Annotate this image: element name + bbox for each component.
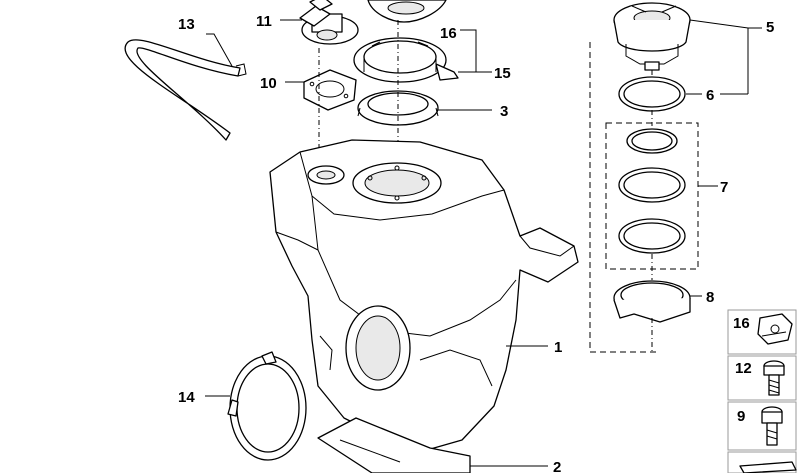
washer-part[interactable] — [739, 461, 797, 473]
part-2-protection-pad[interactable] — [317, 417, 471, 473]
part-15-clamp-ring[interactable] — [353, 37, 459, 83]
part-6-o-ring[interactable] — [618, 76, 686, 112]
callout-12: 12 — [735, 360, 752, 377]
callout-10: 10 — [260, 75, 277, 92]
part-16-clip-nut[interactable] — [757, 313, 793, 345]
callout-9: 9 — [737, 408, 745, 425]
callout-5: 5 — [766, 19, 774, 36]
part-8-retaining-ring[interactable] — [613, 280, 691, 323]
part-1-fuel-tank[interactable] — [269, 139, 579, 453]
part-9-bolt[interactable] — [761, 406, 783, 446]
callout-11: 11 — [256, 13, 272, 30]
part-7-seal-kit[interactable] — [618, 128, 686, 254]
callout-labels: 13 11 10 16 15 3 5 6 7 8 1 14 2 16 12 9 — [178, 13, 774, 473]
callout-14: 14 — [178, 389, 195, 406]
part-5-pump-flange-lid[interactable] — [613, 2, 691, 71]
part-13-breather-hose[interactable] — [124, 39, 247, 141]
part-10-gasket-plate[interactable] — [303, 69, 357, 111]
leader-lines — [205, 19, 762, 467]
callout-2: 2 — [553, 459, 561, 473]
callout-3: 3 — [500, 103, 508, 120]
callout-15: 15 — [494, 65, 511, 82]
callout-8: 8 — [706, 289, 714, 306]
callout-7: 7 — [720, 179, 728, 196]
callout-6: 6 — [706, 87, 714, 104]
fuel-pump-top-housing[interactable] — [367, 0, 447, 23]
part-14-tension-ring[interactable] — [227, 351, 307, 461]
right-assembly-leader — [589, 42, 656, 353]
part-12-screw[interactable] — [763, 360, 785, 396]
part-11-vent-valve[interactable] — [299, 0, 359, 45]
callout-16-panel: 16 — [733, 315, 750, 332]
callout-13: 13 — [178, 16, 195, 33]
callout-1: 1 — [554, 339, 562, 356]
callout-16: 16 — [440, 25, 457, 42]
